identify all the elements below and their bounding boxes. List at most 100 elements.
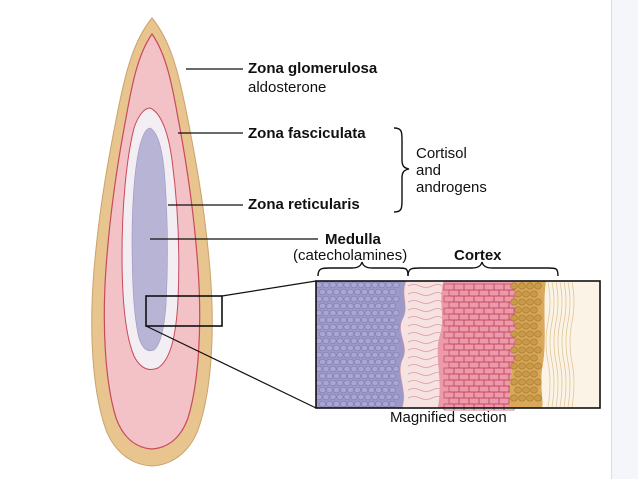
medulla-cell bbox=[350, 295, 358, 303]
medulla-cell bbox=[389, 400, 396, 408]
medulla-cell bbox=[364, 393, 372, 401]
medulla-cell bbox=[371, 393, 379, 401]
medulla-cell bbox=[389, 344, 396, 352]
medulla-cell bbox=[378, 295, 386, 303]
medulla-cell bbox=[326, 386, 333, 394]
medulla-cell bbox=[322, 365, 330, 373]
glomerulosa-cell bbox=[510, 346, 518, 354]
medulla-cell bbox=[354, 400, 361, 408]
medulla-cell bbox=[371, 309, 379, 317]
glomerulosa-cell bbox=[518, 282, 526, 290]
medulla-cell bbox=[378, 309, 386, 317]
medulla-cell bbox=[382, 400, 389, 408]
glomerulosa-cell bbox=[510, 282, 518, 290]
medulla-cell bbox=[382, 302, 389, 310]
medulla-cell bbox=[343, 323, 351, 331]
brace-medulla-section bbox=[317, 261, 409, 277]
glomerulosa-cell bbox=[510, 362, 518, 370]
medulla-cell bbox=[340, 302, 347, 310]
medulla-cell bbox=[343, 295, 351, 303]
medulla-cell bbox=[361, 358, 368, 366]
medulla-cell bbox=[319, 330, 326, 338]
medulla-cell bbox=[375, 372, 382, 380]
medulla-cell bbox=[350, 365, 358, 373]
brace-cortisol-androgens bbox=[393, 127, 410, 213]
medulla-cell bbox=[326, 288, 333, 296]
glomerulosa-cell bbox=[518, 314, 526, 322]
glomerulosa-cell bbox=[526, 314, 534, 322]
reticularis-strand bbox=[407, 396, 443, 400]
medulla-cell bbox=[354, 330, 361, 338]
label-zona-reticularis: Zona reticularis bbox=[248, 196, 360, 213]
medulla-cell bbox=[375, 288, 382, 296]
medulla-cell bbox=[326, 358, 333, 366]
magnified-section bbox=[315, 280, 601, 411]
medulla-cell bbox=[322, 295, 330, 303]
medulla-cell bbox=[389, 330, 396, 338]
glomerulosa-cell bbox=[514, 354, 522, 362]
medulla-cell bbox=[319, 316, 326, 324]
glomerulosa-cell bbox=[526, 298, 534, 306]
medulla-cell bbox=[361, 316, 368, 324]
medulla-cell bbox=[378, 281, 386, 289]
medulla-cell bbox=[336, 323, 344, 331]
medulla-cell bbox=[347, 302, 354, 310]
medulla-cell bbox=[357, 379, 365, 387]
medulla-cell bbox=[385, 295, 393, 303]
glomerulosa-cell bbox=[518, 346, 526, 354]
medulla-cell bbox=[371, 295, 379, 303]
medulla-cell bbox=[354, 372, 361, 380]
medulla-cell bbox=[319, 344, 326, 352]
medulla-cell bbox=[350, 309, 358, 317]
medulla-cell bbox=[378, 393, 386, 401]
glomerulosa-cell bbox=[514, 290, 522, 298]
medulla-cell bbox=[333, 344, 340, 352]
medulla-cell bbox=[329, 309, 337, 317]
reticularis-strand bbox=[407, 324, 443, 328]
glomerulosa-cell bbox=[522, 290, 530, 298]
capsule-fiber bbox=[569, 281, 575, 408]
medulla-cell bbox=[382, 358, 389, 366]
medulla-cell bbox=[343, 379, 351, 387]
glomerulosa-cell bbox=[530, 354, 538, 362]
medulla-cell bbox=[326, 344, 333, 352]
medulla-cell bbox=[382, 386, 389, 394]
glomerulosa-cell bbox=[510, 330, 518, 338]
medulla-cell bbox=[361, 400, 368, 408]
glomerulosa-cell bbox=[518, 394, 526, 402]
medulla-cell bbox=[378, 365, 386, 373]
medulla-cell bbox=[357, 393, 365, 401]
medulla-cell bbox=[364, 365, 372, 373]
glomerulosa-cell bbox=[514, 306, 522, 314]
medulla-cell bbox=[333, 316, 340, 324]
medulla-cell bbox=[392, 393, 400, 401]
glomerulosa-cell bbox=[534, 362, 542, 370]
glomerulosa-cell bbox=[510, 394, 518, 402]
medulla-cell bbox=[382, 372, 389, 380]
glomerulosa-cell bbox=[522, 338, 530, 346]
medulla-cell bbox=[385, 365, 393, 373]
medulla-cell bbox=[322, 281, 330, 289]
glomerulosa-cell bbox=[526, 330, 534, 338]
medulla-cell bbox=[326, 316, 333, 324]
medulla-cell bbox=[357, 309, 365, 317]
medulla-cell bbox=[371, 379, 379, 387]
medulla-cell bbox=[333, 358, 340, 366]
magnified-fasciculata bbox=[438, 281, 516, 408]
medulla-cell bbox=[392, 337, 400, 345]
glomerulosa-cell bbox=[530, 386, 538, 394]
medulla-cell bbox=[333, 288, 340, 296]
medulla-cell bbox=[336, 365, 344, 373]
reticularis-strand bbox=[407, 284, 443, 288]
glomerulosa-cell bbox=[534, 346, 542, 354]
magnify-selection-box bbox=[145, 295, 223, 327]
medulla-cell bbox=[385, 393, 393, 401]
slide-right-border bbox=[611, 0, 638, 479]
magnify-connector-bottom bbox=[145, 325, 317, 409]
reticularis-strand bbox=[407, 372, 443, 376]
medulla-cell bbox=[347, 358, 354, 366]
medulla-cell bbox=[392, 281, 400, 289]
medulla-cell bbox=[364, 309, 372, 317]
glomerulosa-cell bbox=[510, 378, 518, 386]
